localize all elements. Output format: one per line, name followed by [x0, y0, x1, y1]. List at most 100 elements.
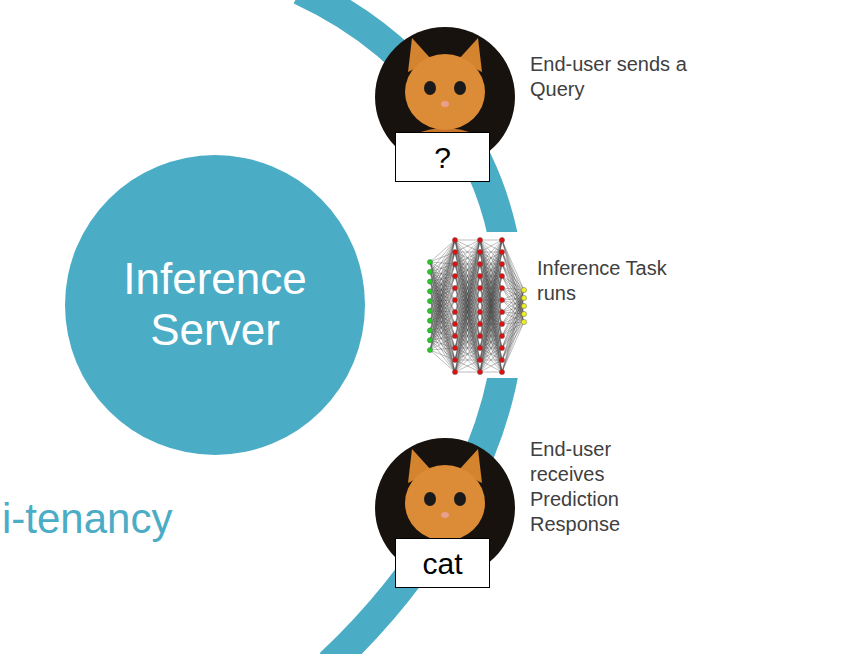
network-link	[480, 240, 502, 348]
network-neuron	[477, 237, 482, 242]
network-neuron	[477, 273, 482, 278]
network-link	[430, 276, 455, 291]
network-neuron	[477, 261, 482, 266]
network-neuron	[499, 261, 504, 266]
network-neuron	[427, 259, 432, 264]
network-link	[480, 288, 502, 372]
network-ground	[418, 232, 530, 378]
network-link	[502, 252, 524, 322]
network-neuron	[521, 311, 526, 316]
step-caption: End-user receives Prediction Response	[530, 437, 642, 537]
network-link	[502, 314, 524, 360]
network-neuron	[499, 237, 504, 242]
network-link	[455, 276, 480, 372]
network-link	[455, 348, 480, 372]
node-label: Inference Server	[100, 254, 330, 355]
network-link	[430, 350, 455, 372]
kitten-eye	[424, 81, 436, 95]
network-link	[502, 252, 524, 306]
network-link	[430, 252, 455, 350]
network-link	[502, 298, 524, 360]
network-link	[430, 264, 455, 321]
network-link	[502, 322, 524, 360]
network-neuron	[477, 249, 482, 254]
network-link	[455, 288, 480, 372]
network-link	[502, 322, 524, 372]
network-neuron	[452, 369, 457, 374]
network-link	[430, 276, 455, 311]
network-neuron	[477, 309, 482, 314]
network-neuron	[427, 347, 432, 352]
network-link	[455, 264, 480, 372]
network-link	[430, 252, 455, 321]
node-label: cat	[422, 547, 462, 580]
network-link	[455, 240, 480, 252]
network-neuron	[427, 308, 432, 313]
network-link	[455, 336, 480, 372]
node-text-group: Inference Server	[100, 254, 330, 355]
network-link	[430, 276, 455, 330]
network-link	[430, 276, 455, 350]
query-box: ?	[395, 132, 490, 182]
network-link	[430, 276, 455, 340]
network-link	[480, 360, 502, 372]
network-neuron	[521, 295, 526, 300]
network-link	[480, 276, 502, 372]
network-neuron	[477, 333, 482, 338]
network-neuron	[477, 285, 482, 290]
network-link	[455, 240, 480, 241]
kitten-eye	[454, 492, 466, 506]
network-link	[502, 298, 524, 336]
network-link	[480, 264, 502, 372]
network-neuron	[499, 321, 504, 326]
server-circle: Inference Server	[65, 155, 365, 455]
network-link	[455, 300, 480, 372]
network-link	[455, 360, 480, 372]
network-neuron	[452, 249, 457, 254]
network-link	[480, 240, 502, 241]
network-neuron	[452, 321, 457, 326]
network-neuron	[452, 297, 457, 302]
network-neuron	[499, 309, 504, 314]
network-neuron	[521, 319, 526, 324]
prediction-box: cat	[395, 538, 490, 588]
network-neuron	[452, 273, 457, 278]
network-neuron	[499, 249, 504, 254]
network-neuron	[477, 357, 482, 362]
network-neuron	[452, 357, 457, 362]
network-link	[480, 240, 502, 348]
network-link	[430, 252, 455, 340]
network-link	[480, 240, 502, 372]
network-link	[430, 324, 455, 340]
network-neuron	[499, 333, 504, 338]
network-link	[502, 306, 524, 372]
network-link	[502, 276, 524, 306]
network-neuron	[452, 285, 457, 290]
network-link	[430, 264, 455, 350]
kitten-eye	[424, 492, 436, 506]
network-neuron	[477, 369, 482, 374]
network-link	[480, 300, 502, 372]
kitten-nose	[441, 512, 449, 518]
network-neuron	[477, 345, 482, 350]
network-link	[430, 336, 455, 350]
network-link	[480, 240, 502, 252]
node-text-group: ?	[434, 141, 451, 174]
network-link	[430, 324, 455, 350]
network-link	[430, 348, 455, 350]
network-link	[502, 264, 524, 290]
network-neuron	[452, 309, 457, 314]
network-link	[480, 240, 502, 252]
network-link	[502, 306, 524, 348]
network-link	[480, 324, 502, 372]
network-neuron	[477, 321, 482, 326]
network-link	[480, 336, 502, 372]
network-link	[480, 312, 502, 372]
network-neuron	[427, 289, 432, 294]
network-link	[455, 240, 480, 348]
network-link	[455, 240, 480, 252]
network-neuron	[427, 338, 432, 343]
network-link	[430, 300, 455, 350]
network-link	[480, 360, 502, 372]
network-neuron	[477, 297, 482, 302]
